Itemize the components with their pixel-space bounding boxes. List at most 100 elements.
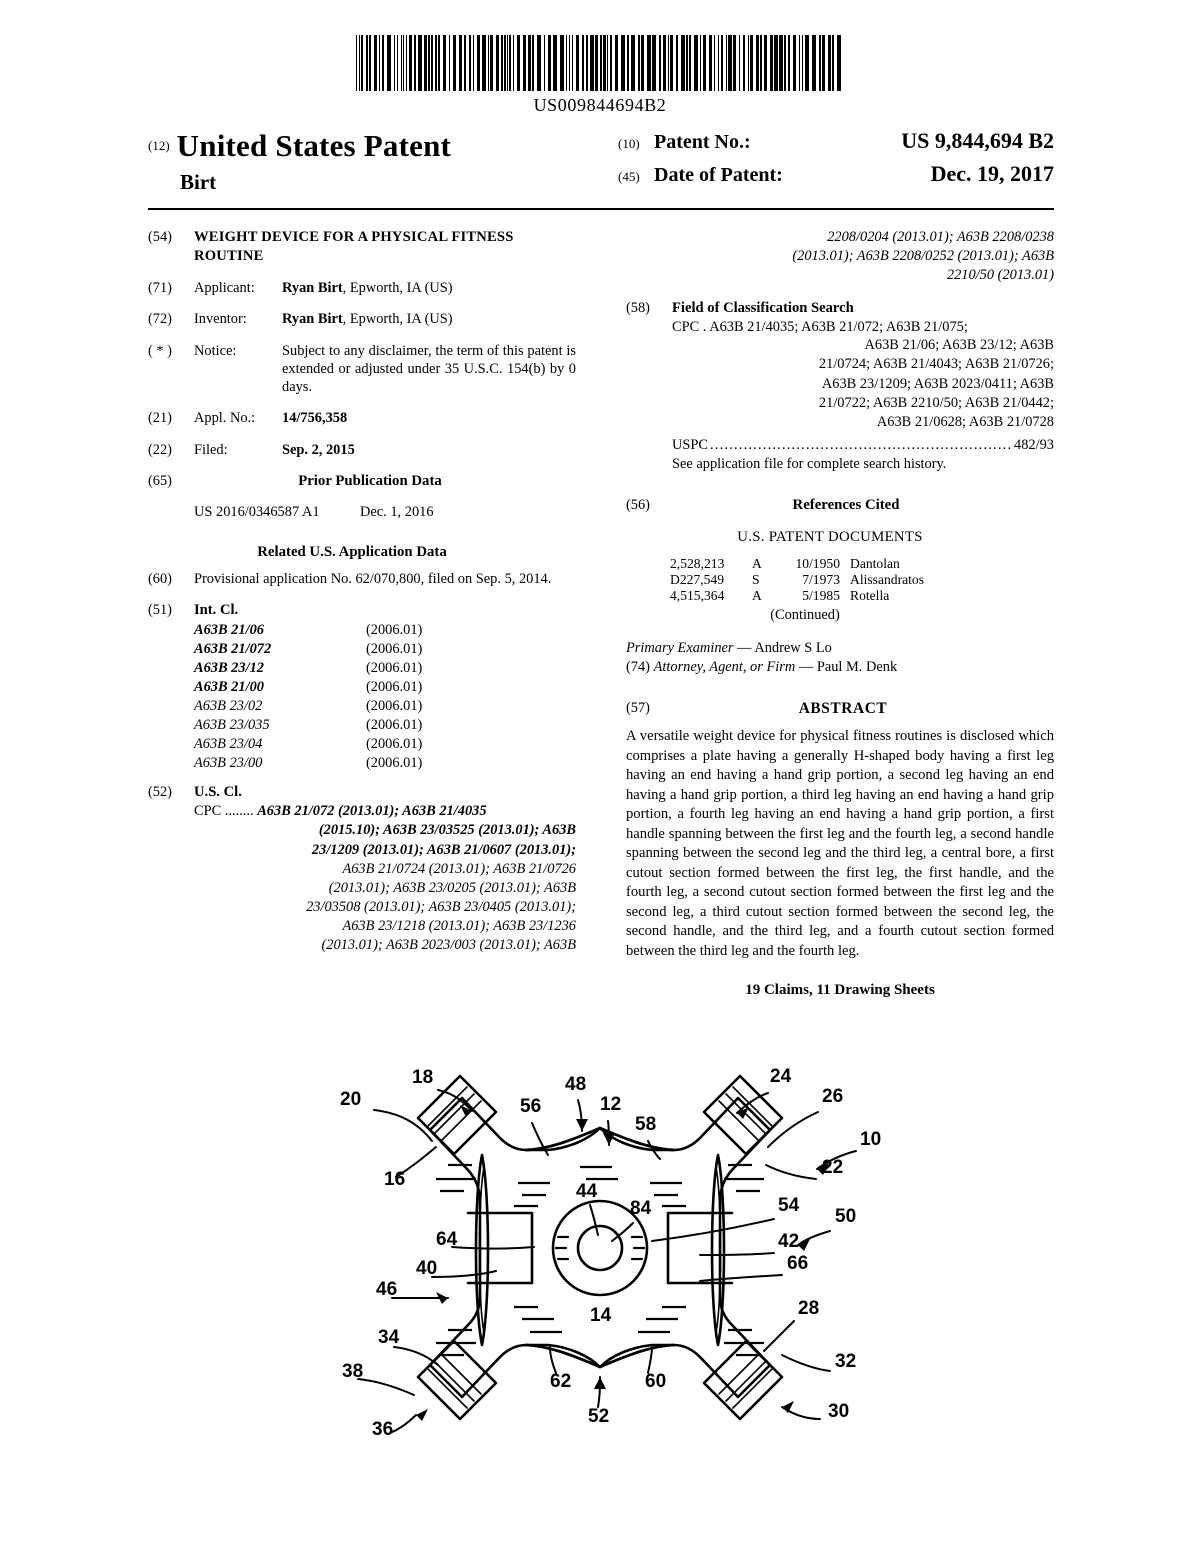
date-value: Dec. 19, 2017 [930,161,1054,186]
intcl-code: A63B 23/04 [194,735,263,752]
field-72-inventor: (72) Inventor: Ryan Birt, Epworth, IA (US… [148,310,576,328]
barcode-block: US009844694B2 [0,22,1200,116]
reference-name: Alissandratos [850,572,925,588]
figure-reference-numeral: 10 [860,1129,881,1150]
figure-reference-numeral: 40 [416,1258,437,1279]
cpc-continuation-line: (2013.01); A63B 2208/0252 (2013.01); A63… [792,248,1054,265]
field-notice: ( * ) Notice: Subject to any disclaimer,… [148,342,576,397]
field-21-code: (21) [148,410,172,427]
figure-reference-numeral: 48 [565,1074,586,1095]
left-column: (54) WEIGHT DEVICE FOR A PHYSICAL FITNES… [148,228,576,968]
examiner-block: Primary Examiner — Andrew S Lo (74) Atto… [626,639,1054,677]
notice-text: Subject to any disclaimer, the term of t… [282,342,576,396]
intcl-heading: Int. Cl. [194,602,239,619]
reference-number: D227,549 [670,572,724,588]
continued-note: (Continued) [770,607,840,624]
figure-reference-numeral: 42 [778,1231,799,1252]
attorney-row: (74) Attorney, Agent, or Firm — Paul M. … [626,658,1054,677]
intcl-code: A63B 21/00 [194,678,264,695]
inventor-name: Ryan Birt [282,311,343,328]
figure-reference-numeral: 16 [384,1169,405,1190]
uspc-label: USPC [672,437,708,454]
applicant-name: Ryan Birt [282,279,343,296]
reference-name: Dantolan [850,556,900,572]
figure-reference-numeral: 12 [600,1094,621,1115]
reference-name: Rotella [850,588,890,604]
field-51-code: (51) [148,602,172,619]
masthead-right: (10) Patent No.: US 9,844,694 B2 (45) Da… [618,128,1054,194]
attorney-value: — Paul M. Denk [798,658,898,675]
fcs-line: 21/0722; A63B 2210/50; A63B 21/0442; [818,394,1054,411]
reference-number: 2,528,213 [670,556,725,572]
field-65-prior-pub: (65) Prior Publication Data [148,472,576,499]
figure-reference-numeral: 34 [378,1327,400,1348]
cpc-code: (2013.01); A63B 23/0205 (2013.01); A63B [328,879,576,896]
fcs-line: A63B 23/1209; A63B 2023/0411; A63B [821,375,1054,392]
field-72-code: (72) [148,311,172,328]
prior-pub-date: Dec. 1, 2016 [360,503,434,520]
field-22-filed: (22) Filed:Sep. 2, 2015 [148,441,576,459]
cpc-line: A63B 21/0724 (2013.01); A63B 21/0726 [194,860,576,879]
fcs-line: A63B 21/06; A63B 23/12; A63B [864,337,1054,354]
field-52-uscl: (52) U.S. Cl. CPC ........ A63B 21/072 (… [148,783,576,956]
intcl-code: A63B 23/12 [194,659,264,676]
intcl-row: A63B 21/072(2006.01) [194,640,576,659]
cpc-line: CPC ........ A63B 21/072 (2013.01); A63B… [194,802,576,821]
field-56-refs: (56) References Cited [626,496,1054,515]
figure-reference-numeral: 26 [822,1086,843,1107]
field-22-code: (22) [148,441,172,458]
notice-code: ( * ) [148,342,172,359]
patent-no-value: US 9,844,694 B2 [901,128,1054,153]
cpc-line: (2015.10); A63B 23/03525 (2013.01); A63B [194,821,576,840]
figure-reference-numeral: 20 [340,1089,361,1110]
figure-reference-numeral: 56 [520,1096,541,1117]
figure-reference-numeral: 52 [588,1406,609,1427]
cpc-code: 23/03508 (2013.01); A63B 23/0405 (2013.0… [306,899,576,915]
figure-reference-numeral: 38 [342,1361,363,1382]
cpc-continuation-line: 2210/50 (2013.01) [946,267,1054,284]
primary-examiner-row: Primary Examiner — Andrew S Lo [626,639,1054,658]
cpc-line: 23/03508 (2013.01); A63B 23/0405 (2013.0… [194,898,576,917]
intcl-version: (2006.01) [366,678,423,695]
masthead: (12) United States Patent Birt (10) Pate… [148,128,1054,195]
cpc-continuation: 2208/0204 (2013.01); A63B 2208/0238(2013… [626,228,1054,285]
right-column: 2208/0204 (2013.01); A63B 2208/0238(2013… [626,228,1054,1000]
patent-number-row: (10) Patent No.: US 9,844,694 B2 [618,128,1054,154]
applicant-body: Applicant:Ryan Birt, Epworth, IA (US) [194,279,576,297]
field-21-appl-no: (21) Appl. No.:14/756,358 [148,409,576,427]
reference-date: 7/1973 [802,572,840,588]
inventor-surname: Birt [180,170,217,194]
cpc-code: (2013.01); A63B 2023/003 (2013.01); A63B [321,937,576,954]
fcs-line: A63B 21/0628; A63B 21/0728 [876,413,1054,430]
intcl-body: Int. Cl. A63B 21/06(2006.01)A63B 21/072(… [194,601,576,773]
appl-no-body: Appl. No.:14/756,358 [194,409,576,427]
field-60-related: (60) Provisional application No. 62/070,… [148,570,576,588]
related-app-heading: Related U.S. Application Data [257,543,447,560]
cpc-code: A63B 21/072 (2013.01); A63B 21/4035 [257,803,487,820]
primary-examiner-label: Primary Examiner [626,639,734,656]
related-app-text: Provisional application No. 62/070,800, … [194,570,552,587]
field-56-code: (56) [626,496,650,513]
cpc-list: CPC ........ A63B 21/072 (2013.01); A63B… [194,802,576,955]
intcl-row: A63B 23/00(2006.01) [194,754,576,773]
uscl-heading: U.S. Cl. [194,783,242,800]
prior-pub-number: US 2016/0346587 A1 [194,503,320,520]
inventor-location: , Epworth, IA (US) [342,311,453,328]
notice-label: Notice: [194,342,237,359]
figure-reference-numeral: 64 [436,1229,458,1250]
intcl-row: A63B 23/12(2006.01) [194,659,576,678]
filed-body: Filed:Sep. 2, 2015 [194,441,576,459]
inventor-label: Inventor: [194,311,247,328]
figure-reference-numeral: 62 [550,1371,571,1392]
field-60-code: (60) [148,570,172,587]
cpc-line: (2013.01); A63B 23/0205 (2013.01); A63B [194,879,576,898]
cpc-code: A63B 21/0724 (2013.01); A63B 21/0726 [342,860,576,877]
fcs-body: Field of Classification Search CPC . A63… [672,299,1054,432]
applicant-location: , Epworth, IA (US) [342,279,453,296]
date-code: (45) [618,169,640,184]
abstract-heading: ABSTRACT [798,699,888,717]
date-of-patent-row: (45) Date of Patent: Dec. 19, 2017 [618,161,1054,187]
